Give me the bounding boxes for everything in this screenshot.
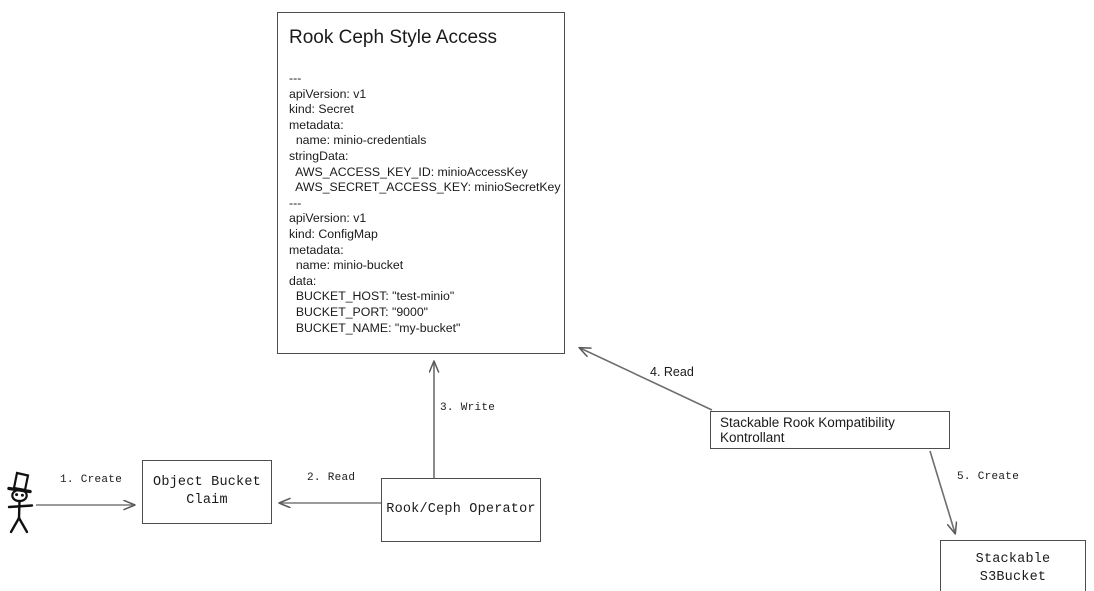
user-stick-figure [2,470,48,540]
edge-label-read-manifest: 4. Read [650,365,694,379]
edge-read-manifest [580,348,713,411]
edge-label-write-manifest: 3. Write [440,402,496,414]
edge-label-create-s3bucket: 5. Create [957,471,1020,483]
card-title: Rook Ceph Style Access [289,27,498,48]
stick-figure-icon [7,471,34,534]
node-object-bucket-claim[interactable]: Object Bucket Claim [142,460,272,524]
node-stackable-s3bucket[interactable]: Stackable S3Bucket [940,540,1086,591]
rook-ceph-style-access-card: Rook Ceph Style Access --- apiVersion: v… [277,12,565,354]
edge-create-s3bucket [929,450,955,533]
node-stackable-rook-kompatibility-kontrollant[interactable]: Stackable Rook Kompatibility Kontrollant [710,411,950,449]
edge-label-read-obc: 2. Read [307,472,356,484]
edge-label-create-obc: 1. Create [60,474,123,486]
card-yaml-content: --- apiVersion: v1 kind: Secret metadata… [289,71,561,335]
node-rook-ceph-operator[interactable]: Rook/Ceph Operator [381,478,541,542]
